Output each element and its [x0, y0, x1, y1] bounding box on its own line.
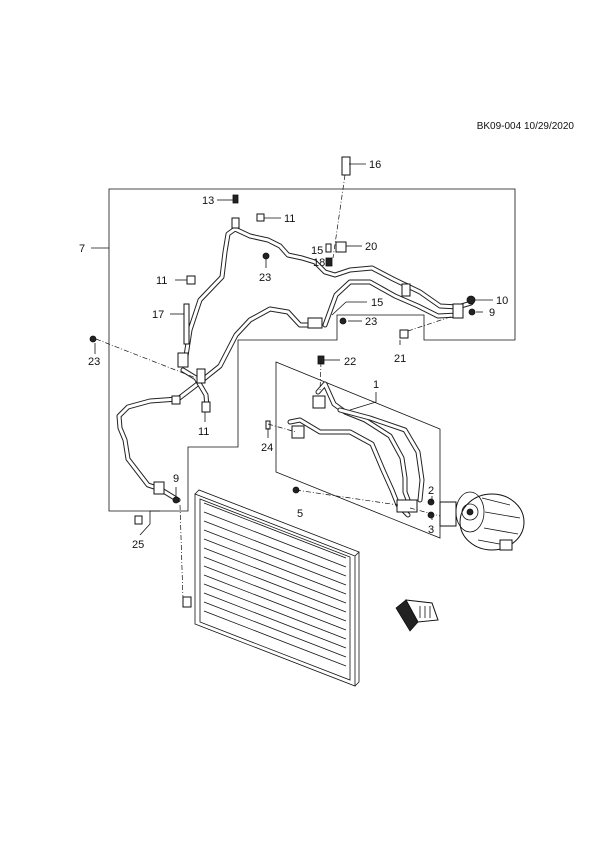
- ring-2: [427, 498, 435, 506]
- front-arrow-icon: [395, 599, 439, 632]
- callout-11-top: 11: [284, 213, 295, 225]
- part-15: [325, 243, 332, 253]
- callout-5: 5: [297, 508, 303, 520]
- callout-9-left: 9: [173, 473, 179, 485]
- leader-lines: [91, 163, 493, 536]
- callout-11-left: 11: [156, 275, 167, 287]
- callout-11-lower: 11: [198, 426, 209, 438]
- assembly-lines: [95, 174, 454, 601]
- hose-assembly-1: [287, 381, 425, 518]
- clamp-20: [335, 241, 347, 253]
- group-1-outline: [275, 361, 441, 539]
- bolt-23-right: [339, 317, 347, 325]
- callout-9-right: 9: [489, 307, 495, 319]
- callout-labels: 7 13 11 16 15 20 18 23 11 15 10 9 17 23 …: [79, 159, 508, 551]
- callout-17: 17: [152, 309, 164, 321]
- callout-24: 24: [261, 442, 273, 454]
- ring-3: [427, 511, 435, 519]
- callout-15-lower: 15: [371, 297, 383, 309]
- part-25: [134, 515, 143, 525]
- callout-22: 22: [344, 356, 356, 368]
- pressure-sensor-16: [341, 156, 351, 176]
- hose-assembly-7: [116, 226, 474, 503]
- callout-23-left: 23: [88, 356, 100, 368]
- document-reference: BK09-004 10/29/2020: [476, 121, 574, 132]
- part-11-lower: [201, 401, 211, 413]
- callout-1: 1: [373, 379, 379, 391]
- callout-15-upper: 15: [311, 245, 323, 257]
- condenser-icon: [182, 489, 360, 687]
- bolt-23-upper: [262, 252, 270, 260]
- bolt-24: [265, 420, 271, 430]
- fittings: [89, 156, 476, 525]
- nut-21: [399, 329, 409, 339]
- callout-23-right: 23: [365, 316, 377, 328]
- ring-9-right: [468, 308, 476, 316]
- part-11-top: [256, 213, 265, 222]
- part-18: [325, 257, 333, 267]
- callout-25: 25: [132, 539, 144, 551]
- compressor-icon: [439, 491, 525, 551]
- ring-9-left: [172, 496, 180, 504]
- valve-17: [183, 303, 190, 345]
- callout-23-upper: 23: [259, 272, 271, 284]
- part-11-left: [186, 275, 196, 285]
- callout-2: 2: [428, 485, 434, 497]
- callout-18: 18: [313, 257, 325, 269]
- part-13: [232, 194, 239, 204]
- callout-16: 16: [369, 159, 381, 171]
- callout-21: 21: [394, 353, 406, 365]
- callout-3: 3: [428, 524, 434, 536]
- bolt-23-left: [89, 335, 97, 343]
- callout-7: 7: [79, 243, 85, 255]
- group-7-outline: [108, 188, 516, 512]
- ring-10: [466, 295, 476, 305]
- callout-13: 13: [202, 195, 214, 207]
- callout-20: 20: [365, 241, 377, 253]
- callout-10: 10: [496, 295, 508, 307]
